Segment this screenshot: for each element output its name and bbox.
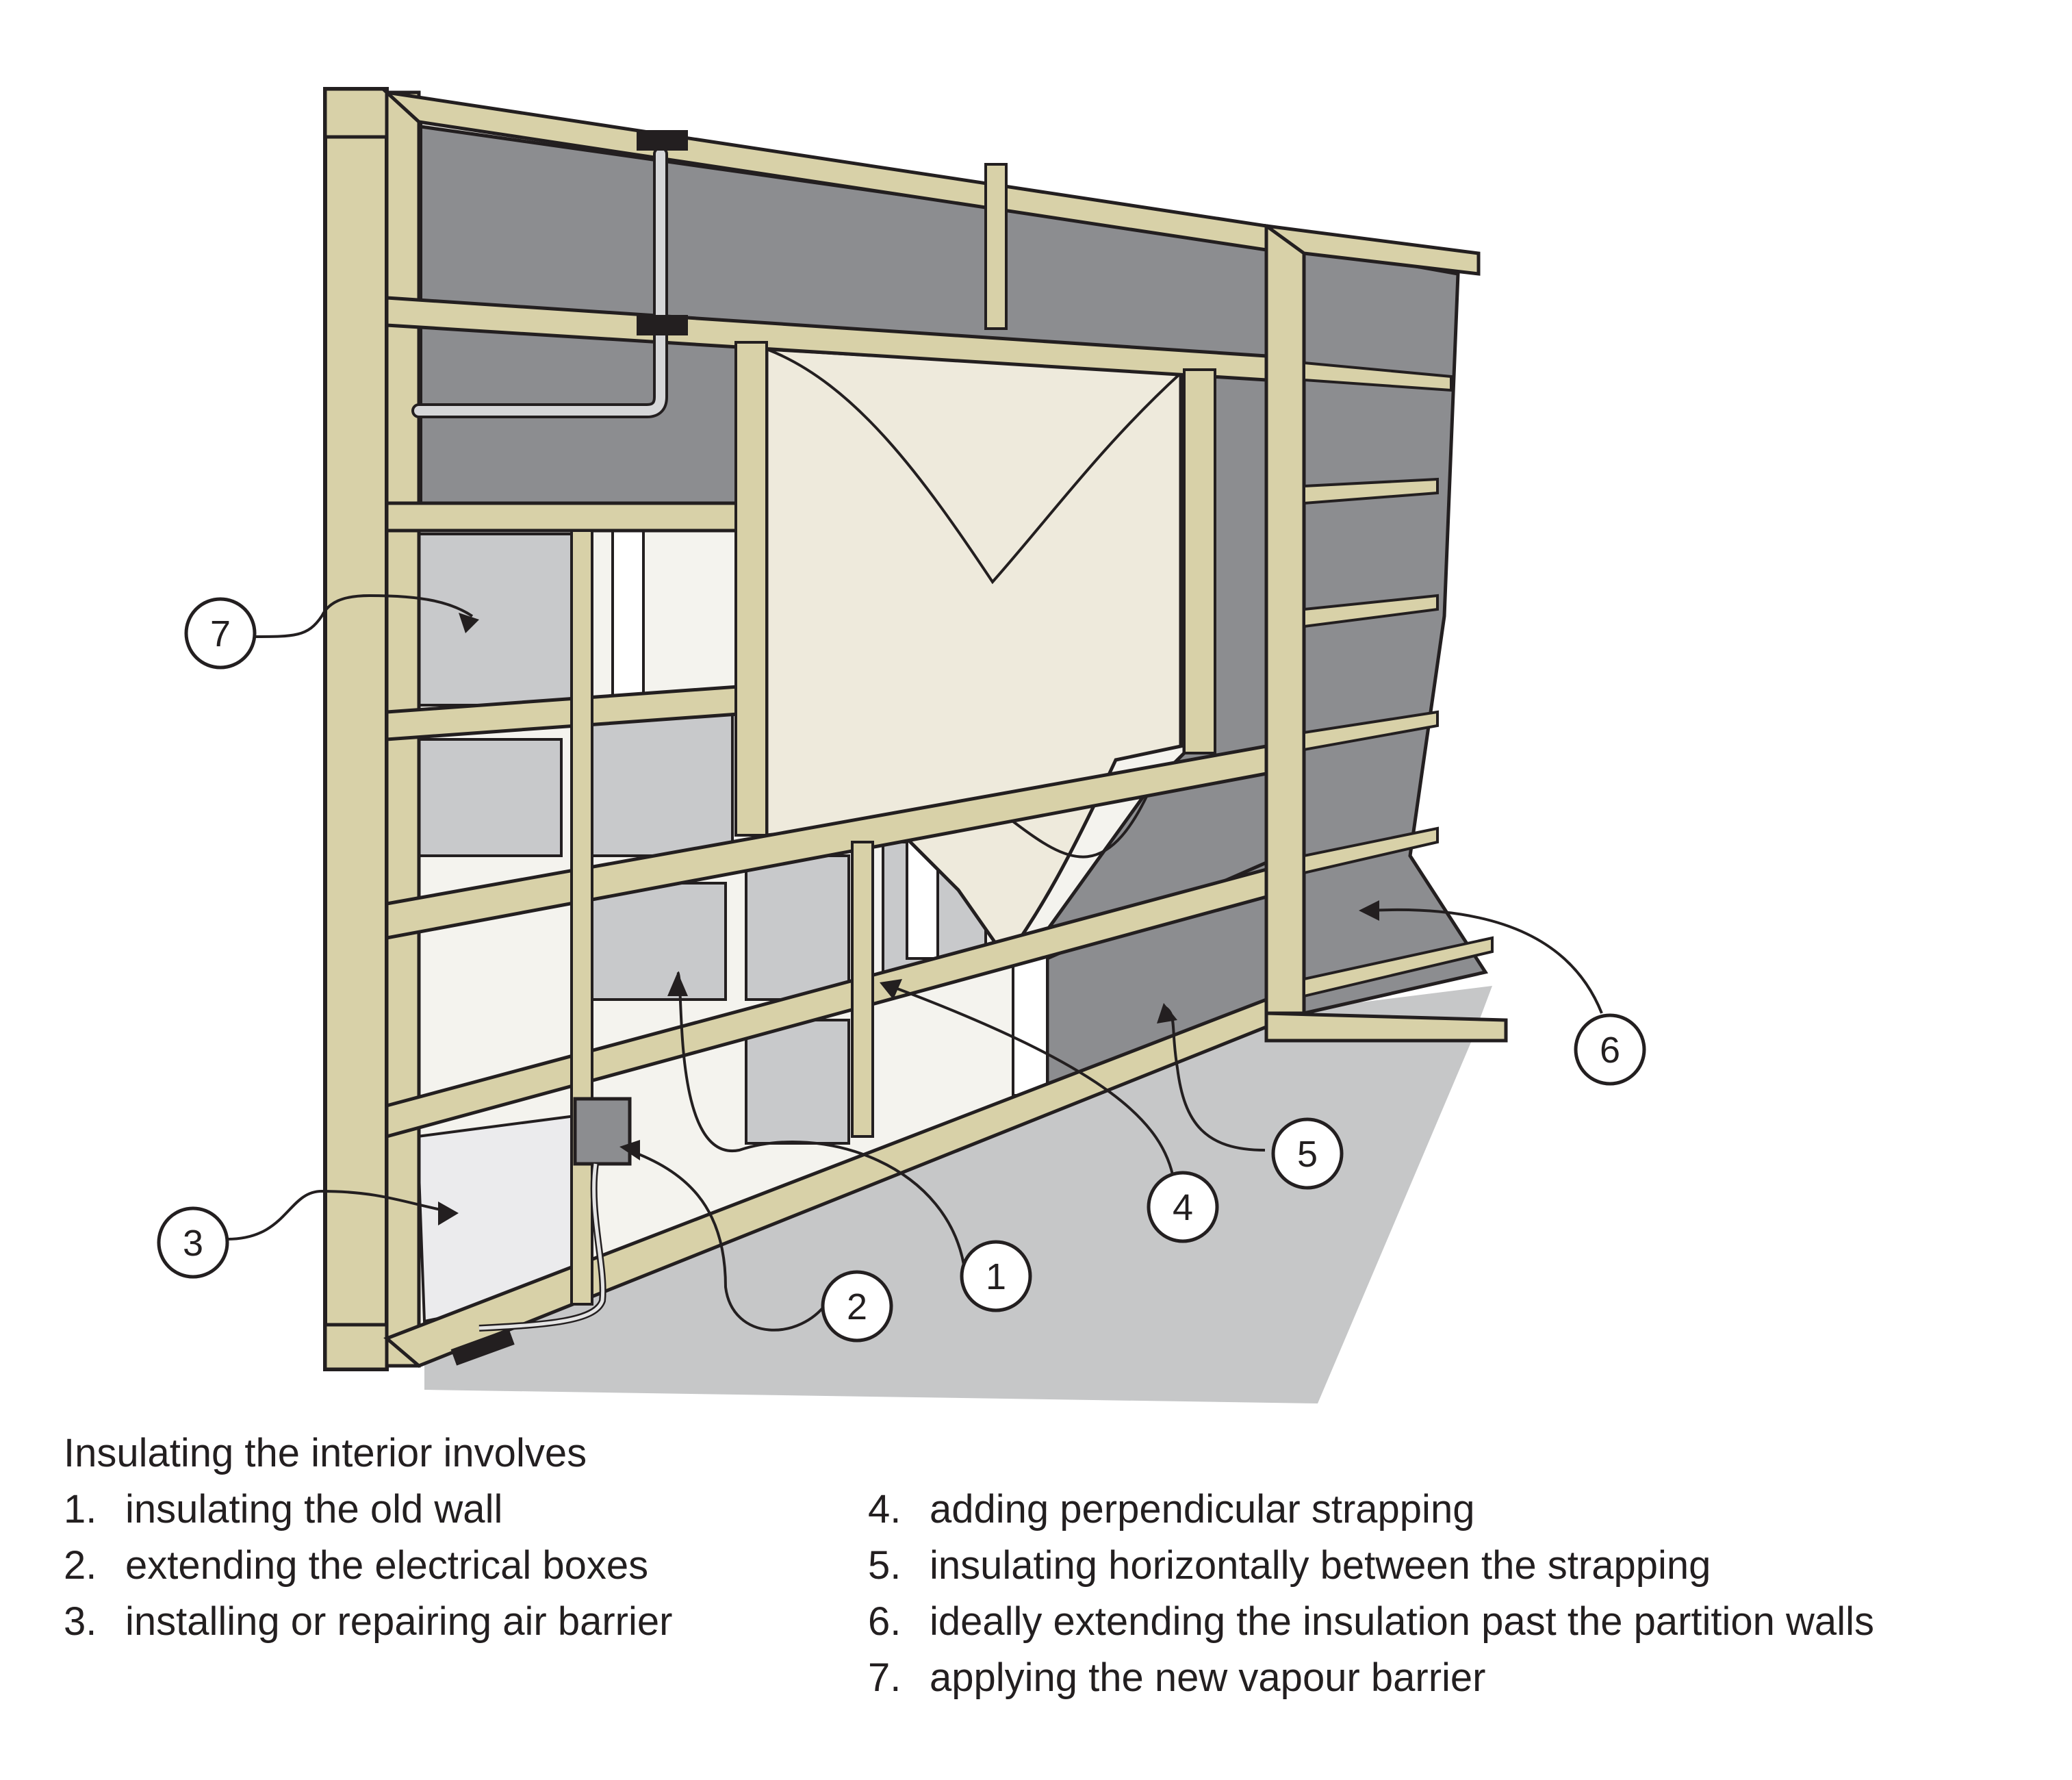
- partition-strapping: [1303, 477, 1439, 505]
- callout-6: 6: [1574, 1013, 1646, 1086]
- gasket: [637, 315, 688, 335]
- callout-2: 2: [821, 1270, 893, 1343]
- stud: [734, 341, 768, 837]
- callout-number: 5: [1297, 1134, 1318, 1175]
- foam-strip: [611, 526, 645, 700]
- conduit-pipe-inner: [414, 149, 665, 416]
- callout-number: 7: [210, 613, 231, 654]
- vapour-barrier-hanging-flap: [1012, 773, 1158, 859]
- gasket: [637, 130, 688, 151]
- electrical-box: [573, 1097, 632, 1166]
- partition-insulation: [1302, 244, 1489, 1016]
- callout-circle: [1147, 1171, 1219, 1243]
- arrowhead-3: [438, 1202, 459, 1225]
- stud: [984, 163, 1008, 330]
- gasket: [450, 1328, 515, 1366]
- callout-circle: [1271, 1117, 1344, 1190]
- old-wall-batt: [416, 738, 563, 857]
- partition-strapping: [1303, 826, 1439, 875]
- old-wall-batt: [587, 882, 727, 1001]
- old-wall-batt: [745, 854, 850, 1001]
- callout-number: 1: [986, 1256, 1006, 1297]
- partition-wall-stud: [1264, 224, 1306, 1015]
- leader-line-4: [889, 984, 1175, 1182]
- leader-line-1: [676, 971, 967, 1274]
- leader-line-7: [253, 594, 474, 638]
- foam-strip: [1012, 950, 1049, 1097]
- leader-line-3: [227, 1189, 452, 1241]
- arrowhead-5: [1157, 1003, 1177, 1024]
- partition-strapping: [1303, 936, 1494, 998]
- stud: [851, 841, 874, 1138]
- partition-strapping: [1303, 361, 1453, 392]
- partition-bottom-plate: [1264, 1011, 1508, 1043]
- arrowhead-2: [619, 1140, 640, 1160]
- callout-3: 3: [157, 1206, 229, 1279]
- callout-circle: [960, 1240, 1032, 1312]
- leader-line-6: [1368, 908, 1603, 1014]
- arrowhead-4: [880, 979, 902, 1000]
- stud: [570, 529, 593, 1306]
- callout-number: 6: [1600, 1030, 1620, 1071]
- old-wall-batt: [416, 533, 576, 707]
- callout-5: 5: [1271, 1117, 1344, 1190]
- arrowhead-1: [667, 972, 688, 996]
- leader-line-2: [628, 1149, 830, 1332]
- leader-lines: [227, 594, 1603, 1332]
- callout-number: 4: [1173, 1187, 1193, 1228]
- stud: [1183, 368, 1216, 754]
- horizontal-strapping: [385, 501, 769, 533]
- end-stud: [323, 87, 389, 1371]
- arrowhead-6: [1359, 900, 1379, 921]
- callout-circle: [184, 597, 257, 670]
- callout-circle: [1574, 1013, 1646, 1086]
- partition-strapping: [1303, 594, 1439, 628]
- callout-circle: [821, 1270, 893, 1343]
- end-stud-top-block: [323, 87, 389, 139]
- vapour-barrier-fold: [766, 348, 1182, 585]
- callout-1: 1: [960, 1240, 1032, 1312]
- partition-strapping: [1303, 710, 1439, 752]
- arrowheads: [438, 613, 1379, 1225]
- partition-top-plate: [1265, 224, 1481, 276]
- callout-circle: [157, 1206, 229, 1279]
- electrical-cable-inner: [478, 1163, 605, 1330]
- arrowhead-7: [459, 613, 479, 633]
- callout-number: 3: [183, 1223, 203, 1264]
- end-stud-bottom-block: [323, 1323, 389, 1371]
- callout-7: 7: [184, 597, 257, 670]
- old-wall-batt: [745, 1019, 850, 1145]
- floor: [424, 986, 1492, 1403]
- callout-number: 2: [847, 1286, 867, 1327]
- callout-4: 4: [1147, 1171, 1219, 1243]
